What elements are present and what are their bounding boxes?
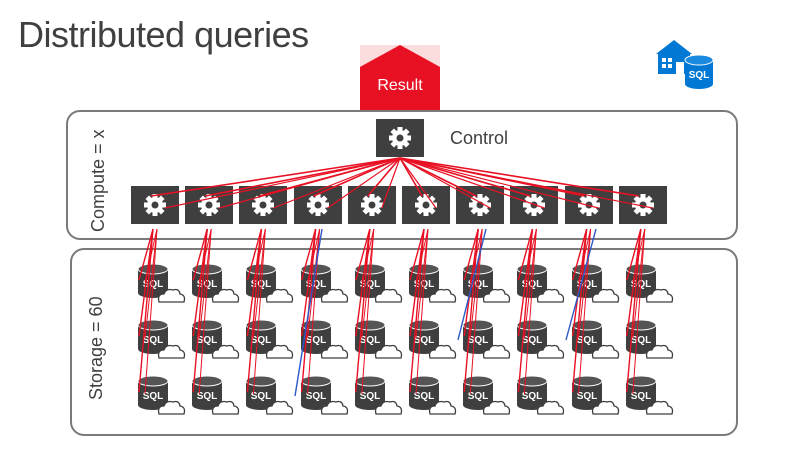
sql-database-icon: SQL [243, 318, 295, 362]
sql-database-icon: SQL [569, 374, 621, 418]
sql-database-icon: SQL [514, 318, 566, 362]
db-sql-text: SQL [576, 335, 597, 346]
gear-icon [577, 194, 600, 216]
page-title: Distributed queries [18, 14, 309, 55]
sql-database-icon: SQL [189, 262, 241, 306]
sql-database-icon: SQL [135, 262, 187, 306]
db-sql-text: SQL [197, 335, 218, 346]
db-sql-text: SQL [522, 391, 543, 402]
compute-node [564, 186, 613, 224]
sql-database-icon: SQL [569, 318, 621, 362]
result-block: Result [360, 45, 440, 110]
sql-database-icon: SQL [189, 374, 241, 418]
gear-icon [469, 194, 492, 216]
sql-database-icon: SQL [352, 262, 404, 306]
db-sql-text: SQL [197, 391, 218, 402]
gear-icon [415, 194, 437, 216]
db-sql-text: SQL [197, 279, 218, 290]
compute-node [456, 186, 505, 224]
sql-database-icon: SQL [352, 318, 404, 362]
db-sql-text: SQL [305, 391, 326, 402]
db-sql-text: SQL [631, 391, 652, 402]
db-sql-text: SQL [414, 391, 435, 402]
db-sql-text: SQL [414, 279, 435, 290]
db-sql-text: SQL [576, 391, 597, 402]
db-sql-text: SQL [305, 279, 326, 290]
sql-database-icon: SQL [623, 374, 675, 418]
compute-node [293, 186, 342, 224]
compute-node [618, 186, 667, 224]
gear-icon [252, 194, 275, 216]
sql-database-icon: SQL [298, 374, 350, 418]
db-sql-text: SQL [360, 391, 381, 402]
control-label: Control [450, 128, 509, 148]
storage-label: Storage = 60 [86, 296, 106, 400]
gear-icon [523, 194, 546, 216]
db-sql-text: SQL [251, 335, 272, 346]
db-sql-text: SQL [522, 335, 543, 346]
db-sql-text: SQL [251, 279, 272, 290]
sql-database-icon: SQL [243, 374, 295, 418]
control-node [376, 119, 424, 157]
sql-database-icon: SQL [623, 318, 675, 362]
db-sql-text: SQL [468, 391, 489, 402]
db-sql-text: SQL [360, 279, 381, 290]
result-label: Result [377, 77, 423, 94]
gear-icon [631, 194, 654, 216]
sql-database-icon: SQL [135, 374, 187, 418]
compute-node [347, 186, 396, 224]
db-sql-text: SQL [305, 335, 326, 346]
sql-database-icon: SQL [514, 262, 566, 306]
db-sql-text: SQL [631, 279, 652, 290]
sql-database-icon: SQL [460, 262, 512, 306]
sql-database-icon: SQL [298, 318, 350, 362]
sql-database-icon: SQL [406, 374, 458, 418]
sql-database-icon: SQL [460, 374, 512, 418]
db-sql-text: SQL [468, 279, 489, 290]
compute-node [185, 186, 234, 224]
sql-database-icon: SQL [298, 262, 350, 306]
gear-icon [306, 194, 329, 216]
sql-database-icon: SQL [569, 262, 621, 306]
compute-label: Compute = x [88, 129, 108, 232]
sql-database-icon: SQL [243, 262, 295, 306]
compute-node [131, 186, 179, 224]
sql-database-icon: SQL [352, 374, 404, 418]
gear-icon [198, 194, 221, 216]
gear-icon [389, 127, 411, 149]
compute-node [510, 186, 559, 224]
db-sql-text: SQL [468, 335, 489, 346]
gear-icon [360, 194, 383, 216]
compute-node [402, 186, 450, 224]
db-sql-text: SQL [576, 279, 597, 290]
sql-database-icon: SQL [460, 318, 512, 362]
db-sql-text: SQL [143, 335, 164, 346]
db-sql-text: SQL [631, 335, 652, 346]
db-sql-text: SQL [522, 279, 543, 290]
sql-database-icon: SQL [406, 262, 458, 306]
sql-data-warehouse-icon: SQL [652, 36, 722, 92]
db-sql-text: SQL [414, 335, 435, 346]
db-sql-text: SQL [251, 391, 272, 402]
gear-icon [144, 194, 166, 216]
sql-database-icon: SQL [623, 262, 675, 306]
db-sql-text: SQL [360, 335, 381, 346]
db-sql-text: SQL [143, 279, 164, 290]
sql-database-icon: SQL [406, 318, 458, 362]
sql-database-icon: SQL [135, 318, 187, 362]
sql-database-icon: SQL [189, 318, 241, 362]
sql-database-icon: SQL [514, 374, 566, 418]
logo-sql-text: SQL [689, 70, 710, 81]
compute-node [239, 186, 288, 224]
db-sql-text: SQL [143, 391, 164, 402]
